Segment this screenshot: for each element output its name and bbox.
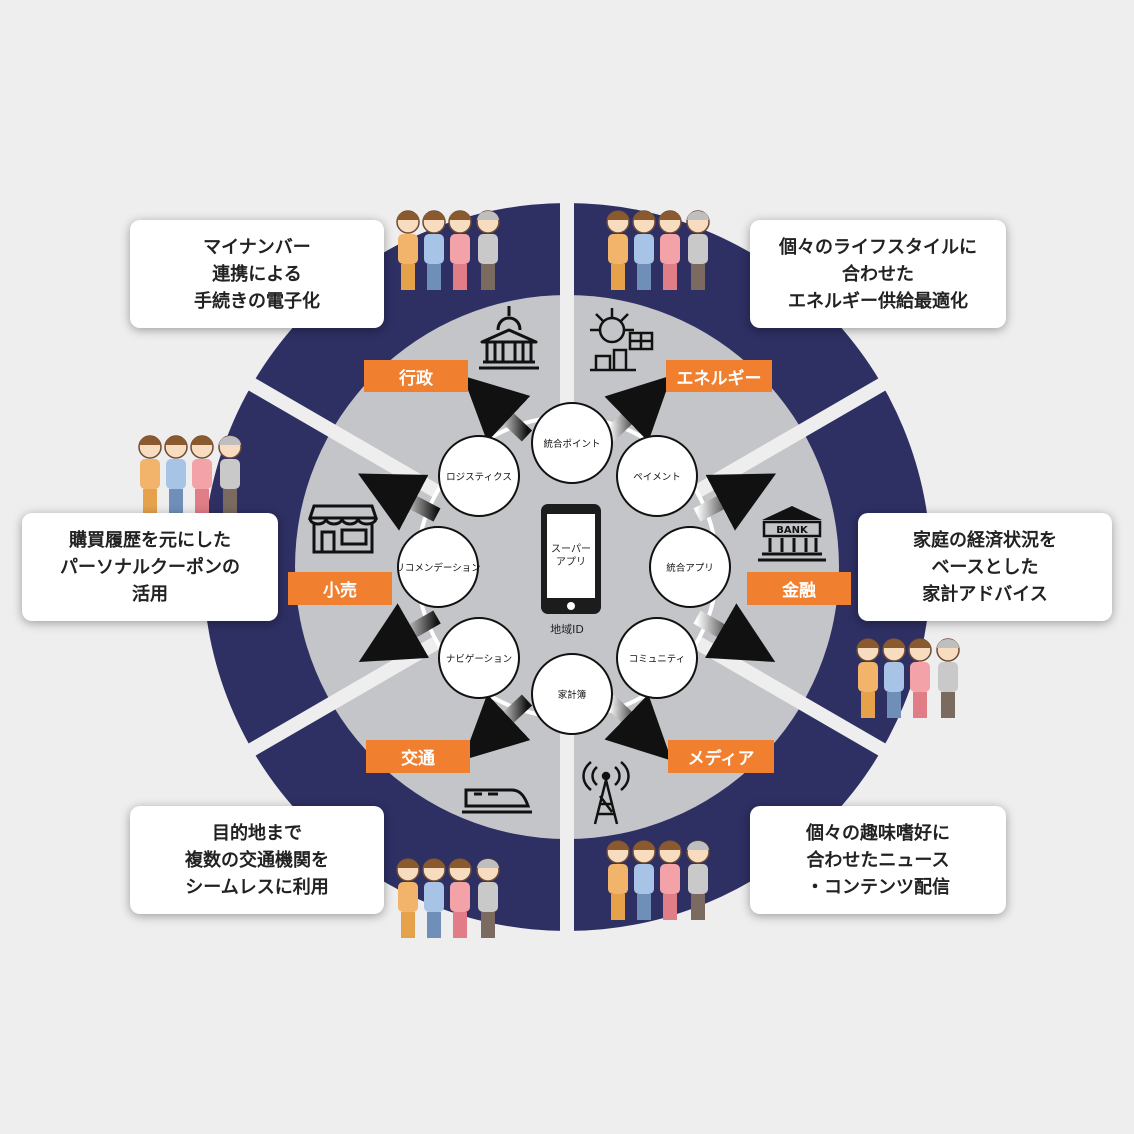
callout-kinyu-line-2: ベースとした <box>931 556 1039 578</box>
regional-id-label: 地域ID <box>550 623 584 636</box>
service-node-label: 統合ポイント <box>543 438 600 450</box>
service-node-label: コミュニティ <box>629 654 685 665</box>
arrow-media <box>603 694 672 761</box>
bank-icon-text: BANK <box>776 525 809 536</box>
super-app-label-1: スーパー <box>551 543 591 555</box>
callout-gyosei: マイナンバー 連携による 手続きの電子化 <box>130 220 384 328</box>
family-illustration <box>606 840 710 920</box>
callout-kouri-line-2: パーソナルクーポンの <box>60 556 240 578</box>
service-node: 家計簿 <box>531 653 613 735</box>
service-node-label: ペイメント <box>633 472 681 483</box>
store-icon <box>307 504 379 554</box>
callout-kinyu-line-3: 家計アドバイス <box>922 583 1048 605</box>
family-illustration <box>396 858 500 938</box>
family-illustration <box>856 638 960 718</box>
government-building-icon <box>479 306 539 370</box>
label-energy: エネルギー <box>666 360 772 392</box>
service-node-label: リコメンデーション <box>395 562 480 574</box>
service-node-label: ナビゲーション <box>446 653 512 665</box>
service-node-label: 家計簿 <box>558 689 587 701</box>
callout-kouri-line-1: 購買履歴を元にした <box>69 529 231 551</box>
callout-kinyu-line-1: 家庭の経済状況を <box>913 529 1057 551</box>
callout-energy-line-1: 個々のライフスタイルに <box>779 236 977 258</box>
arrow-kotsu <box>462 694 533 761</box>
callout-kotsu-line-3: シームレスに利用 <box>185 876 329 898</box>
arrow-gyosei <box>462 375 533 442</box>
callout-media-line-3: ・コンテンツ配信 <box>806 876 950 898</box>
family-illustration <box>606 210 710 290</box>
arrow-kouri-upper <box>357 473 441 531</box>
service-node: ロジスティクス <box>438 435 520 517</box>
callout-kouri: 購買履歴を元にした パーソナルクーポンの 活用 <box>22 513 278 621</box>
callout-kouri-line-3: 活用 <box>132 583 168 605</box>
family-illustration <box>138 435 242 515</box>
label-kouri: 小売 <box>288 572 392 605</box>
service-node-label: ロジスティクス <box>446 472 512 483</box>
service-node: ナビゲーション <box>438 617 520 699</box>
callout-energy: 個々のライフスタイルに 合わせた エネルギー供給最適化 <box>750 220 1006 328</box>
callout-gyosei-line-3: 手続きの電子化 <box>194 290 320 312</box>
arrow-energy <box>603 375 672 442</box>
smart-energy-icon <box>590 308 654 372</box>
service-node-label: 統合アプリ <box>666 562 714 574</box>
bank-icon: BANK <box>758 506 826 562</box>
people-clusters <box>138 210 960 938</box>
train-icon <box>462 788 532 814</box>
callout-energy-line-3: エネルギー供給最適化 <box>788 290 968 312</box>
callout-kotsu-line-2: 複数の交通機関を <box>185 849 329 871</box>
callout-gyosei-line-2: 連携による <box>212 263 302 285</box>
service-node: 統合アプリ <box>649 526 731 608</box>
label-kotsu: 交通 <box>366 740 470 773</box>
callout-gyosei-line-1: マイナンバー <box>203 236 311 258</box>
service-node: 統合ポイント <box>531 402 613 484</box>
super-app-label-2: アプリ <box>556 556 586 568</box>
broadcast-tower-icon <box>582 761 630 825</box>
label-media: メディア <box>668 740 774 773</box>
arrow-kinyu-lower <box>693 603 776 662</box>
arrow-kouri-lower <box>358 603 441 662</box>
label-kinyu: 金融 <box>747 572 851 605</box>
arrow-kinyu-upper <box>693 473 777 531</box>
family-illustration <box>396 210 500 290</box>
callout-kotsu: 目的地まで 複数の交通機関を シームレスに利用 <box>130 806 384 914</box>
callout-media: 個々の趣味嗜好に 合わせたニュース ・コンテンツ配信 <box>750 806 1006 914</box>
smartphone-icon: スーパー アプリ <box>541 504 601 614</box>
callout-media-line-2: 合わせたニュース <box>806 849 950 871</box>
callout-energy-line-2: 合わせた <box>842 263 914 285</box>
service-node: ペイメント <box>616 435 698 517</box>
service-node: コミュニティ <box>616 617 698 699</box>
callout-media-line-1: 個々の趣味嗜好に <box>806 822 950 844</box>
callout-kinyu: 家庭の経済状況を ベースとした 家計アドバイス <box>858 513 1112 621</box>
service-node: リコメンデーション <box>395 526 481 608</box>
label-gyosei: 行政 <box>364 360 468 392</box>
callout-kotsu-line-1: 目的地まで <box>212 822 302 844</box>
